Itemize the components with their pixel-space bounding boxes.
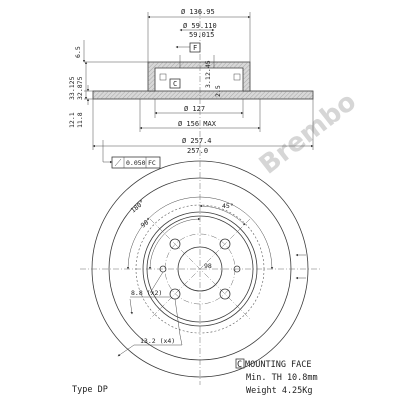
dim-depth-small: 2.5: [214, 85, 222, 97]
ref-box-c: [169, 78, 181, 89]
bolt-hole-3: [169, 288, 181, 300]
dim-disc-lower: 257.0: [187, 147, 208, 155]
bolt-hole-label: 13.2 (x4): [140, 337, 175, 345]
angle-arc-45: [199, 204, 246, 226]
flatness-icon: [114, 158, 122, 167]
pcd-label: 98: [204, 262, 212, 270]
angle-180-label: 180°: [129, 198, 146, 214]
hat-hole-left: [159, 73, 167, 81]
dim-height-upper: 33.125: [68, 76, 76, 100]
section-view: Ø 136.95 Ø 59.110 59.015 F C 3.1 2.45 2.…: [68, 8, 314, 169]
bolt-hole-4: [219, 288, 231, 300]
angle-45-label: 45°: [222, 202, 234, 210]
mounting-face-ref: C: [237, 360, 242, 370]
dim-hub-lower: 59.015: [189, 31, 214, 39]
dim-thickness-upper: 12.1: [68, 112, 76, 128]
ref-f-label: F: [193, 44, 197, 52]
angle-arc-90: [148, 217, 201, 270]
dim-outer-top: Ø 136.95: [181, 8, 215, 16]
front-view: 180° 90° 45° 98 8.8 (x2) 13.2 (x4): [80, 150, 320, 385]
tolerance-value: 0.050: [126, 159, 146, 167]
drawing-type-label: Type DP: [72, 385, 108, 395]
dim-disc-upper: Ø 257.4: [182, 137, 212, 145]
ref-box-f: [189, 42, 201, 53]
dim-depth-upper: 3.1: [204, 76, 212, 88]
weight-note: Weight 4.25Kg: [246, 386, 313, 396]
dim-thickness-lower: 11.8: [76, 112, 84, 128]
ref-c-label: C: [173, 80, 177, 88]
dim-height-top: 6.5: [74, 46, 82, 58]
tolerance-ref: FC: [148, 159, 156, 167]
watermark-text: Brembo: [254, 87, 362, 181]
bolt-hole-2: [219, 238, 231, 250]
dim-max-diameter: Ø 156 MAX: [178, 120, 217, 128]
small-hole-label: 8.8 (x2): [131, 289, 162, 297]
dim-height-lower: 32.875: [76, 76, 84, 100]
dim-hub-upper: Ø 59.110: [183, 22, 217, 30]
mounting-face-ref-box: [235, 358, 245, 369]
mounting-face-note: MOUNTING FACE: [245, 360, 312, 370]
tolerance-frame: [111, 156, 161, 169]
dim-depth-lower: 2.45: [204, 60, 212, 76]
notes-block: C MOUNTING FACE Min. TH 10.8mm Weight 4.…: [235, 358, 318, 396]
dim-hat-diameter: Ø 127: [184, 105, 205, 113]
min-thickness-note: Min. TH 10.8mm: [246, 373, 318, 383]
hat-hole-right: [233, 73, 241, 81]
